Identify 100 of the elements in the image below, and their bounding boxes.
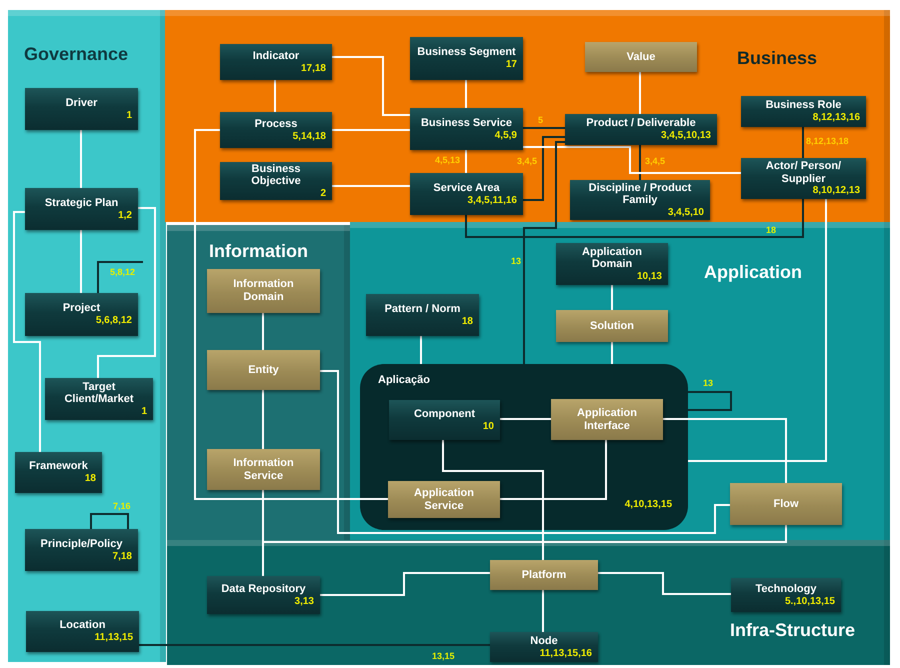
- concept-box: [565, 114, 717, 145]
- concept-box: [220, 44, 332, 80]
- connector-line: [639, 145, 641, 180]
- concept-box: [26, 611, 139, 652]
- box-title: Application Service: [413, 486, 475, 512]
- connector-line: [420, 336, 422, 364]
- edge-label: 7,16: [113, 502, 131, 511]
- reference-numbers: 7,18: [112, 550, 132, 562]
- reference-numbers: 3,4,5,10,13: [660, 130, 711, 142]
- connector-line: [523, 141, 565, 364]
- concept-box: [25, 529, 138, 571]
- box-title: Information Service: [232, 456, 295, 482]
- reference-numbers: 2: [319, 188, 326, 200]
- concept-box: [570, 180, 710, 220]
- connector-line: [663, 418, 787, 483]
- concept-box: [556, 310, 668, 342]
- reference-numbers: 3,4,5,10: [666, 206, 704, 218]
- box-title: Process: [254, 118, 298, 131]
- box-title: Target Client/Market: [63, 380, 135, 406]
- connector-line: [320, 370, 730, 534]
- edge-label: 5: [538, 116, 544, 125]
- box-title: Entity: [247, 364, 280, 376]
- box-title: Actor/ Person/ Supplier: [764, 160, 842, 186]
- edge-label: 5,8,12: [110, 268, 136, 277]
- connector-line: [542, 590, 544, 632]
- connector-line: [262, 313, 264, 350]
- connector-line: [90, 513, 129, 529]
- layer-title: Governance: [24, 44, 128, 65]
- concept-box: [410, 108, 523, 150]
- box-title: Business Role: [764, 99, 842, 112]
- concept-box: [366, 294, 479, 336]
- layer-panel: [8, 10, 166, 662]
- box-title: Location: [58, 619, 106, 632]
- concept-box: [207, 350, 320, 390]
- box-title: Discipline / Product Family: [588, 182, 692, 207]
- connector-line: [80, 130, 82, 188]
- box-title: Indicator: [252, 50, 300, 63]
- connector-line: [500, 418, 551, 420]
- connector-line: [639, 72, 641, 114]
- box-title: Business Service: [420, 116, 514, 130]
- connector-line: [139, 644, 490, 646]
- concept-box: [207, 269, 320, 313]
- concept-box: [410, 173, 523, 215]
- connector-line: [97, 261, 143, 293]
- box-title: Service Area: [432, 182, 501, 195]
- connector-line: [332, 56, 410, 116]
- box-title: Component: [412, 408, 476, 421]
- reference-numbers: 8,12,13,16: [812, 112, 860, 124]
- layer-panel: [167, 540, 890, 665]
- edge-label: 13: [511, 257, 522, 266]
- layer-title: Application: [704, 262, 802, 283]
- box-title: Product / Deliverable: [585, 117, 697, 130]
- connector-line: [320, 572, 490, 596]
- box-title: Framework: [28, 460, 89, 474]
- box-title: Information Domain: [232, 278, 295, 304]
- connector-line: [262, 390, 264, 449]
- layer-panel: [350, 222, 890, 540]
- box-title: Solution: [589, 320, 635, 332]
- reference-numbers: 5.,10,13,15: [784, 596, 835, 608]
- connector-line: [97, 207, 156, 378]
- concept-box: [389, 400, 500, 440]
- edge-label: 8,12,13,18: [806, 137, 849, 146]
- layer-title: Business: [737, 48, 818, 69]
- box-title: Application Interface: [576, 406, 638, 432]
- reference-numbers: 11,13,15,16: [538, 648, 592, 660]
- reference-numbers: 4,5,9: [494, 130, 517, 142]
- edge-label: 4,5,13: [435, 156, 460, 165]
- concept-box: [220, 162, 332, 200]
- box-title: Node: [529, 634, 559, 648]
- concept-box: [490, 632, 598, 662]
- connector-line: [611, 342, 613, 364]
- connector-line: [523, 127, 565, 129]
- concept-box: [207, 576, 320, 614]
- reference-numbers: 8,10,12,13: [812, 185, 860, 197]
- concept-box: [556, 243, 668, 285]
- concept-box: [207, 449, 320, 490]
- box-title: Principle/Policy: [40, 538, 124, 551]
- edge-label: 3,4,5: [645, 157, 666, 166]
- box-title: Strategic Plan: [44, 196, 120, 210]
- concept-box: [388, 481, 500, 518]
- box-title: Value: [626, 50, 656, 64]
- connector-line: [194, 129, 388, 500]
- connector-line: [688, 199, 827, 462]
- connector-line: [802, 127, 804, 158]
- box-title: Data Repository: [220, 582, 307, 596]
- connector-line: [465, 80, 467, 108]
- connector-line: [598, 572, 731, 595]
- connector-line: [523, 146, 741, 174]
- connector-line: [80, 230, 82, 293]
- layer-panel: [165, 10, 890, 222]
- concept-box: [45, 378, 153, 420]
- reference-numbers: 5,14,18: [292, 130, 326, 142]
- concept-box: [585, 42, 697, 72]
- box-title: Flow: [772, 498, 800, 510]
- concept-box: [741, 96, 866, 127]
- reference-numbers: 18: [460, 316, 473, 328]
- connector-line: [523, 136, 565, 201]
- reference-numbers: 10,13: [636, 270, 662, 282]
- reference-numbers: 11,13,15: [94, 632, 133, 644]
- concept-box: [220, 112, 332, 148]
